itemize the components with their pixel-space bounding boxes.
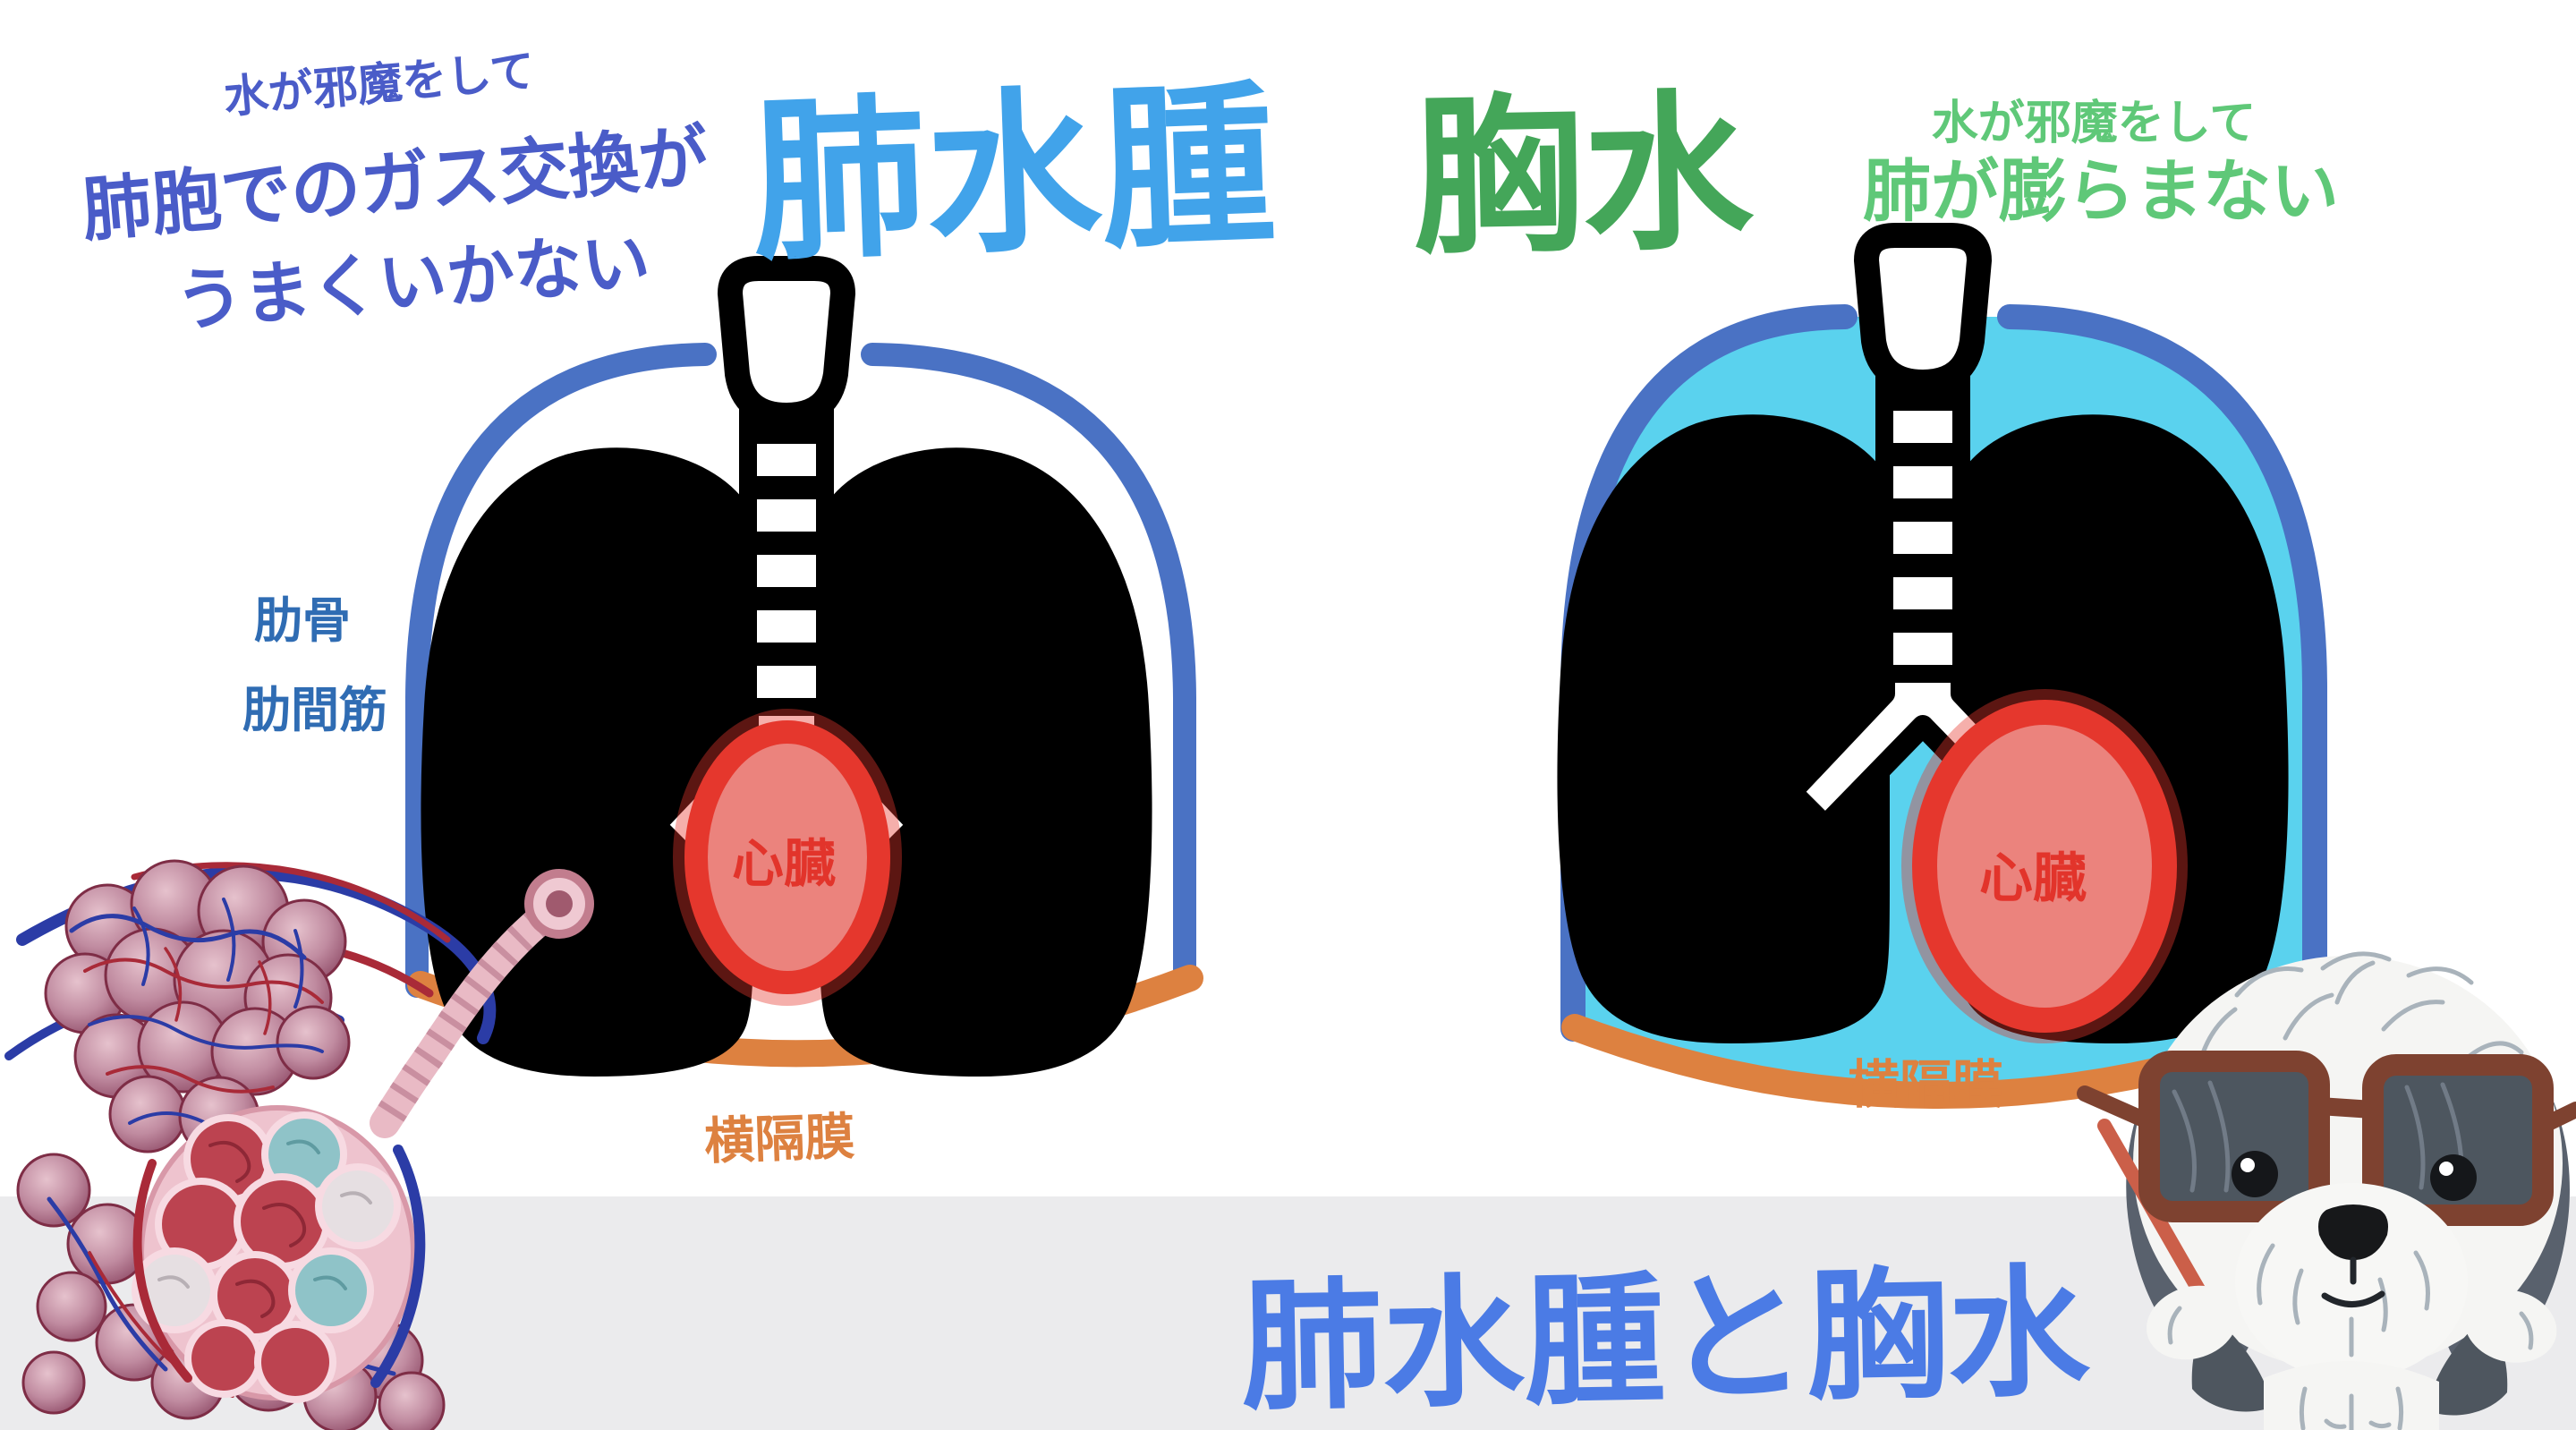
alveolar-sac-swirls <box>157 1139 372 1318</box>
eye-glint <box>2439 1162 2453 1176</box>
alveoli-illustration <box>4 846 594 1430</box>
dog-right-eye <box>2430 1154 2477 1201</box>
ribcage-arch-right-segment <box>1997 304 2327 1039</box>
bronchiole-tube-ribs <box>371 896 565 1132</box>
edema-title: 肺水腫 <box>749 68 1279 281</box>
effusion-note-line1: 水が邪魔をして <box>1932 98 2256 149</box>
effusion-note: 水が邪魔をして 肺が膨らまない <box>1863 98 2339 230</box>
ribs-label-line1: 肋骨 <box>254 594 351 648</box>
dog-nose <box>2318 1204 2388 1260</box>
heart-label: 心臓 <box>1979 848 2087 908</box>
diaphragm-label: 横隔膜 <box>703 1108 855 1170</box>
alveolar-sac-cells <box>132 1111 401 1403</box>
effusion-title: 胸水 <box>1411 79 1756 275</box>
dog-right-paw <box>2464 1290 2557 1363</box>
blood-vessel-red <box>132 1159 192 1383</box>
ribcage-arch-left-segment <box>405 343 717 998</box>
heart-glow <box>1901 689 2188 1043</box>
blood-vessel-blue <box>370 1145 426 1388</box>
heart-label: 心臓 <box>732 835 836 893</box>
eye-glint <box>2240 1158 2255 1172</box>
dog-body-fur <box>2167 1306 2534 1430</box>
footer-title: 肺水腫と胸水 <box>1240 1255 2092 1427</box>
heart-shape <box>1912 700 2177 1033</box>
glasses-icon <box>2077 1051 2576 1226</box>
bronchiole-lumen <box>546 890 573 917</box>
heart-glow <box>673 709 902 1006</box>
dog-left-eye <box>2232 1151 2278 1197</box>
effusion-note-line2: 肺が膨らまない <box>1863 154 2339 230</box>
ribcage-arch-right-segment <box>861 343 1196 992</box>
ribs-label-line2: 肋間筋 <box>242 684 387 737</box>
alveoli-cluster-lower-left <box>16 1153 225 1420</box>
dog-mascot-illustration <box>2077 951 2576 1430</box>
pleural-effusion-diagram: 心臓 横隔膜 水が邪魔をして 肺が膨らまない 胸水 <box>1411 79 2339 1245</box>
heart-shape <box>684 720 890 994</box>
diaphragm-label: 横隔膜 <box>1848 1056 2003 1114</box>
dog-muzzle-fur <box>2257 1243 2430 1358</box>
dog-mouth <box>2321 1256 2385 1307</box>
